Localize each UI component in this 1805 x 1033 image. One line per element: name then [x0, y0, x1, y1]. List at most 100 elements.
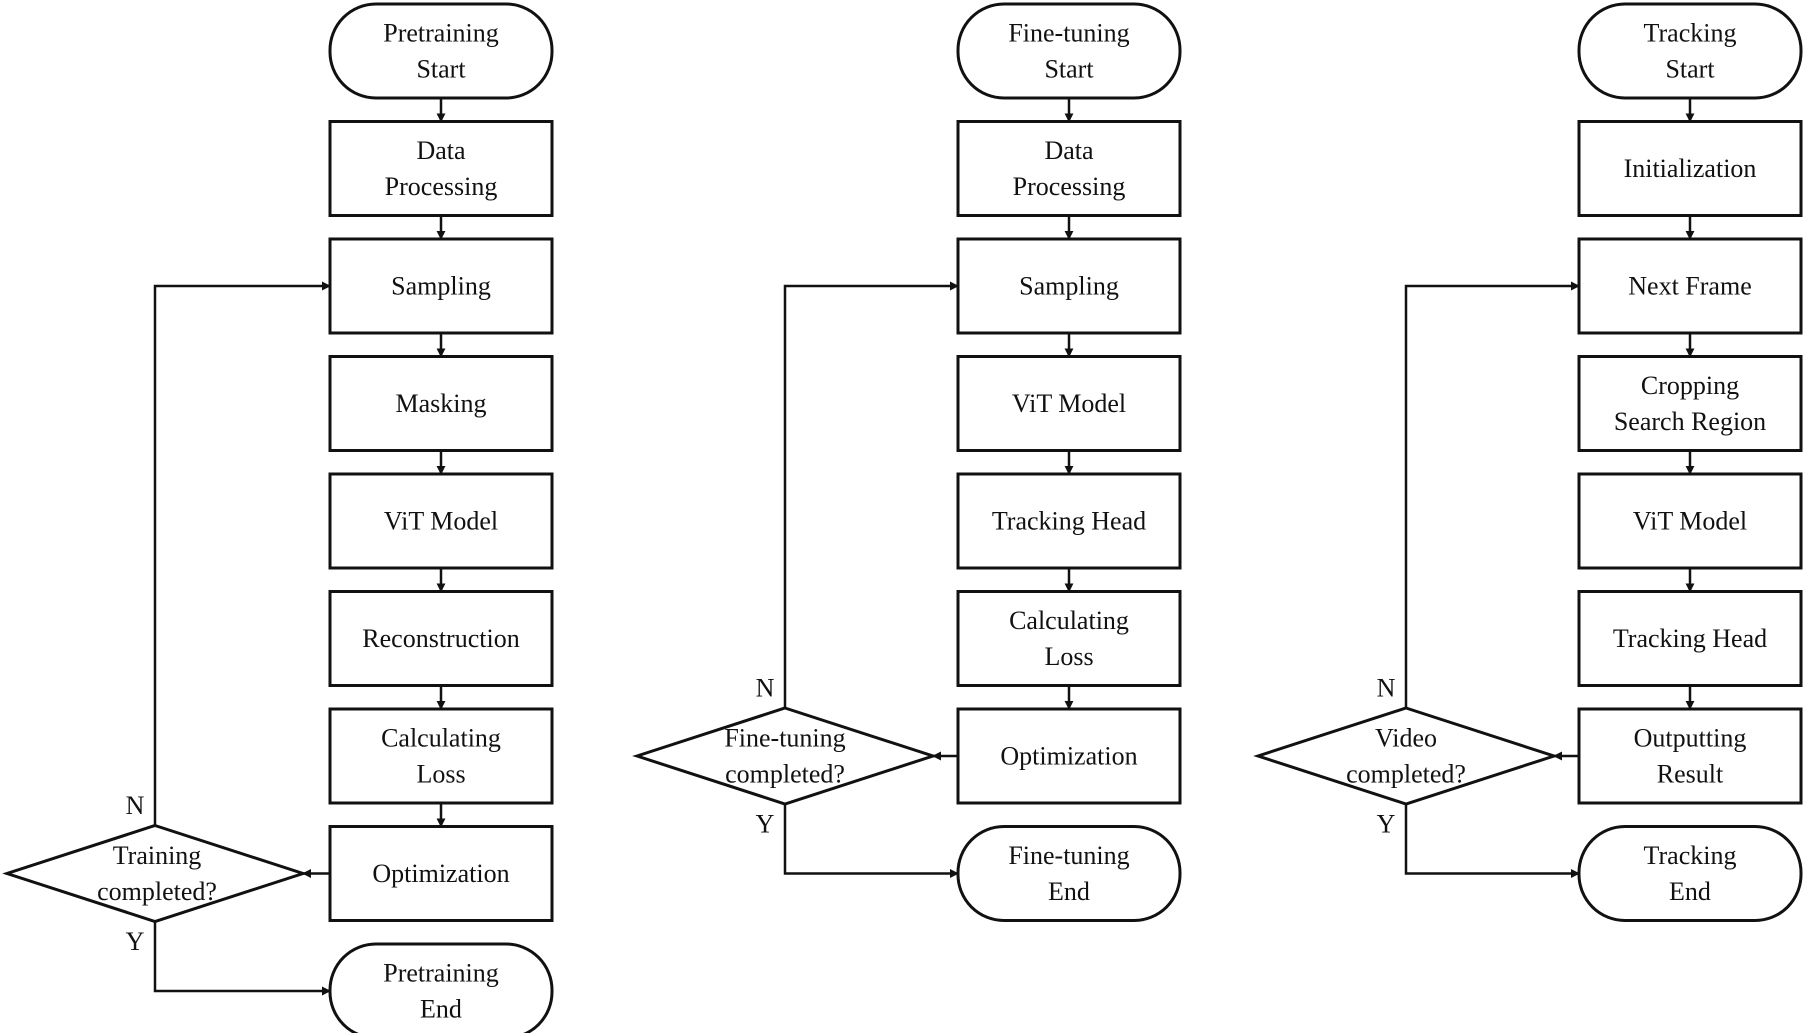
tracking-end-shape	[1577, 825, 1803, 922]
pretraining-step-label: Loss	[416, 760, 465, 789]
finetuning-step-label: Processing	[1013, 172, 1126, 201]
pretraining-step-reconstruction: Reconstruction	[328, 590, 554, 687]
tracking-step-label: Cropping	[1641, 371, 1739, 400]
tracking-decision-label: Video	[1375, 724, 1437, 753]
pretraining-step-label: Optimization	[372, 859, 509, 888]
finetuning-step-label: Calculating	[1009, 606, 1129, 635]
pretraining-step-box	[328, 707, 554, 805]
tracking-decision-label: completed?	[1346, 760, 1466, 789]
pretraining-step-box	[328, 355, 554, 452]
tracking-end-label: Tracking	[1644, 841, 1737, 870]
pretraining-decision-label: completed?	[97, 877, 217, 906]
pretraining-step-masking: Masking	[328, 355, 554, 452]
tracking-step-label: ViT Model	[1633, 507, 1747, 536]
pretraining-no-label: N	[126, 791, 145, 820]
tracking-yes-label: Y	[1377, 810, 1396, 839]
pretraining-end-label: Pretraining	[383, 959, 499, 988]
finetuning-yes-arrow	[783, 804, 959, 878]
tracking-no-loop-arrow	[1404, 281, 1580, 708]
pretraining-start-label: Start	[416, 55, 466, 84]
finetuning-step-box	[956, 472, 1182, 570]
pretraining-yes-label: Y	[126, 927, 145, 956]
pretraining-step-label: Sampling	[391, 272, 491, 301]
tracking-step-label: Tracking Head	[1613, 624, 1767, 653]
tracking-step-initialization: Initialization	[1577, 120, 1803, 217]
finetuning-yes-label: Y	[756, 810, 775, 839]
finetuning-decision-label: Fine-tuning	[724, 724, 845, 753]
finetuning-step-optimization: Optimization	[956, 707, 1182, 805]
pretraining-step-label: ViT Model	[384, 507, 498, 536]
finetuning-start-shape	[956, 2, 1182, 100]
tracking-decision-shape	[1253, 706, 1559, 806]
tracking-end-label: End	[1669, 877, 1711, 906]
pretraining-end-shape	[328, 942, 554, 1033]
finetuning-step-box	[956, 707, 1182, 805]
pretraining-step-box	[328, 590, 554, 687]
pretraining-step-box	[328, 472, 554, 570]
tracking-start-shape	[1577, 2, 1803, 100]
pretraining-no-loop-arrow	[153, 281, 331, 826]
pretraining-step-label: Processing	[385, 172, 498, 201]
tracking-decision-diamond: Video completed?	[1253, 706, 1559, 806]
finetuning-decision-shape	[632, 706, 938, 806]
tracking-step-label: Search Region	[1614, 407, 1766, 436]
pretraining-step-vit-model: ViT Model	[328, 472, 554, 570]
pretraining-step-label: Reconstruction	[362, 624, 519, 653]
tracking-step-box	[1577, 355, 1803, 452]
finetuning-decision-label: completed?	[725, 760, 845, 789]
pretraining-start-shape	[328, 2, 554, 100]
pretraining-yes-arrow	[153, 921, 331, 996]
tracking-start-label: Start	[1665, 55, 1715, 84]
finetuning-step-tracking-head: Tracking Head	[956, 472, 1182, 570]
finetuning-step-box	[956, 590, 1182, 687]
tracking-step-label: Next Frame	[1628, 272, 1751, 301]
tracking-step-box	[1577, 472, 1803, 570]
pretraining-decision-label: Training	[113, 841, 202, 870]
finetuning-step-box	[956, 237, 1182, 335]
finetuning-step-sampling: Sampling	[956, 237, 1182, 335]
pretraining-step-box	[328, 120, 554, 217]
pretraining-decision-shape	[2, 823, 308, 924]
finetuning-end-label: Fine-tuning	[1008, 841, 1129, 870]
tracking-step-vit-model: ViT Model	[1577, 472, 1803, 570]
tracking-start-label: Tracking	[1644, 19, 1737, 48]
finetuning-end-shape	[956, 825, 1182, 922]
tracking-yes-arrow	[1404, 804, 1580, 878]
finetuning-step-label: Loss	[1044, 642, 1093, 671]
pretraining-step-label: Calculating	[381, 724, 501, 753]
tracking-step-label: Initialization	[1624, 154, 1757, 183]
finetuning-step-label: Optimization	[1000, 742, 1137, 771]
finetuning-step-label: Data	[1044, 136, 1094, 165]
tracking-step-next-frame: Next Frame	[1577, 237, 1803, 335]
pretraining-step-label: Data	[416, 136, 466, 165]
finetuning-step-vit-model: ViT Model	[956, 355, 1182, 452]
tracking-step-box	[1577, 120, 1803, 217]
tracking-step-tracking-head: Tracking Head	[1577, 590, 1803, 687]
pretraining-step-label: Masking	[396, 389, 487, 418]
pretraining-step-optimization: Optimization	[328, 825, 554, 922]
finetuning-start-label: Start	[1044, 55, 1094, 84]
finetuning-end-label: End	[1048, 877, 1090, 906]
finetuning-step-label: Sampling	[1019, 272, 1119, 301]
tracking-step-label: Result	[1657, 760, 1724, 789]
finetuning-step-box	[956, 120, 1182, 217]
pretraining-start-label: Pretraining	[383, 19, 499, 48]
tracking-step-box	[1577, 590, 1803, 687]
finetuning-decision-diamond: Fine-tuning completed?	[632, 706, 938, 806]
pretraining-step-box	[328, 237, 554, 335]
pretraining-decision-diamond: Training completed?	[2, 823, 308, 924]
tracking-step-box	[1577, 707, 1803, 805]
finetuning-step-box	[956, 355, 1182, 452]
